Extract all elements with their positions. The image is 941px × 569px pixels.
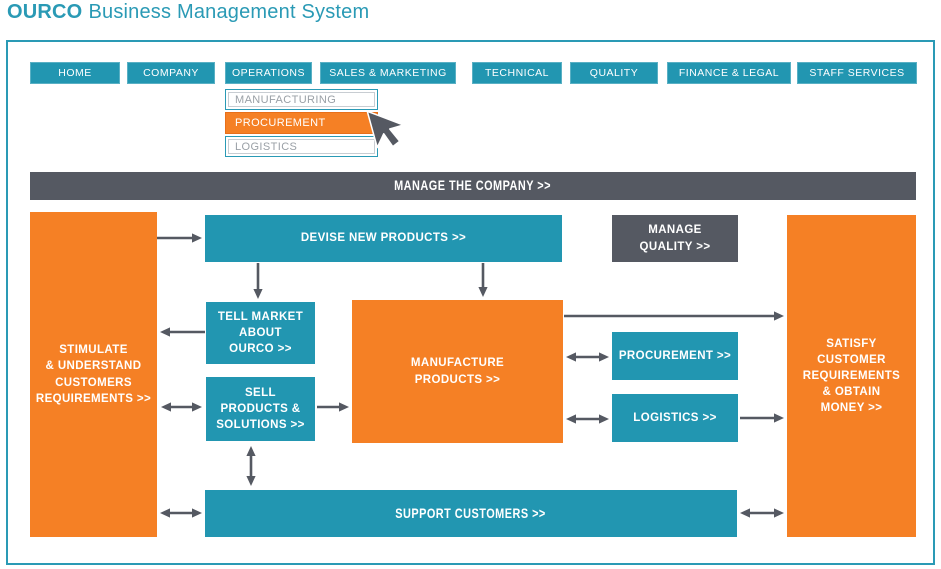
nav-item-operations[interactable]: OPERATIONS (225, 62, 312, 84)
page-title-text: Business Management System (88, 1, 370, 23)
nav-item-quality[interactable]: QUALITY (570, 62, 658, 84)
process-box-stimulate-understand-customers[interactable]: STIMULATE & UNDERSTAND CUSTOMERS REQUIRE… (30, 212, 157, 537)
nav-item-finance-legal[interactable]: FINANCE & LEGAL (667, 62, 791, 84)
nav-item-staff-services[interactable]: STAFF SERVICES (797, 62, 917, 84)
menu-item-procurement[interactable]: PROCUREMENT (225, 112, 378, 134)
nav-item-company[interactable]: COMPANY (127, 62, 215, 84)
banner-manage-the-company[interactable]: MANAGE THE COMPANY >> (30, 172, 916, 200)
process-box-manage-quality[interactable]: MANAGE QUALITY >> (612, 215, 738, 262)
process-box-support-customers[interactable]: SUPPORT CUSTOMERS >> (205, 490, 737, 537)
menu-item-logistics[interactable]: LOGISTICS (225, 136, 378, 157)
process-box-logistics[interactable]: LOGISTICS >> (612, 394, 738, 442)
brand-name: OURCO (7, 1, 83, 23)
process-box-tell-market-about-ourco[interactable]: TELL MARKET ABOUT OURCO >> (206, 302, 315, 364)
menu-item-manufacturing[interactable]: MANUFACTURING (225, 89, 378, 110)
process-box-satisfy-customer-requirements[interactable]: SATISFY CUSTOMER REQUIREMENTS & OBTAIN M… (787, 215, 916, 537)
process-box-devise-new-products[interactable]: DEVISE NEW PRODUCTS >> (205, 215, 562, 262)
nav-item-home[interactable]: HOME (30, 62, 120, 84)
nav-item-sales-marketing[interactable]: SALES & MARKETING (320, 62, 456, 84)
process-box-manufacture-products[interactable]: MANUFACTURE PRODUCTS >> (352, 300, 563, 443)
process-box-sell-products-solutions[interactable]: SELL PRODUCTS & SOLUTIONS >> (206, 377, 315, 441)
nav-item-technical[interactable]: TECHNICAL (472, 62, 562, 84)
process-box-procurement[interactable]: PROCUREMENT >> (612, 332, 738, 380)
